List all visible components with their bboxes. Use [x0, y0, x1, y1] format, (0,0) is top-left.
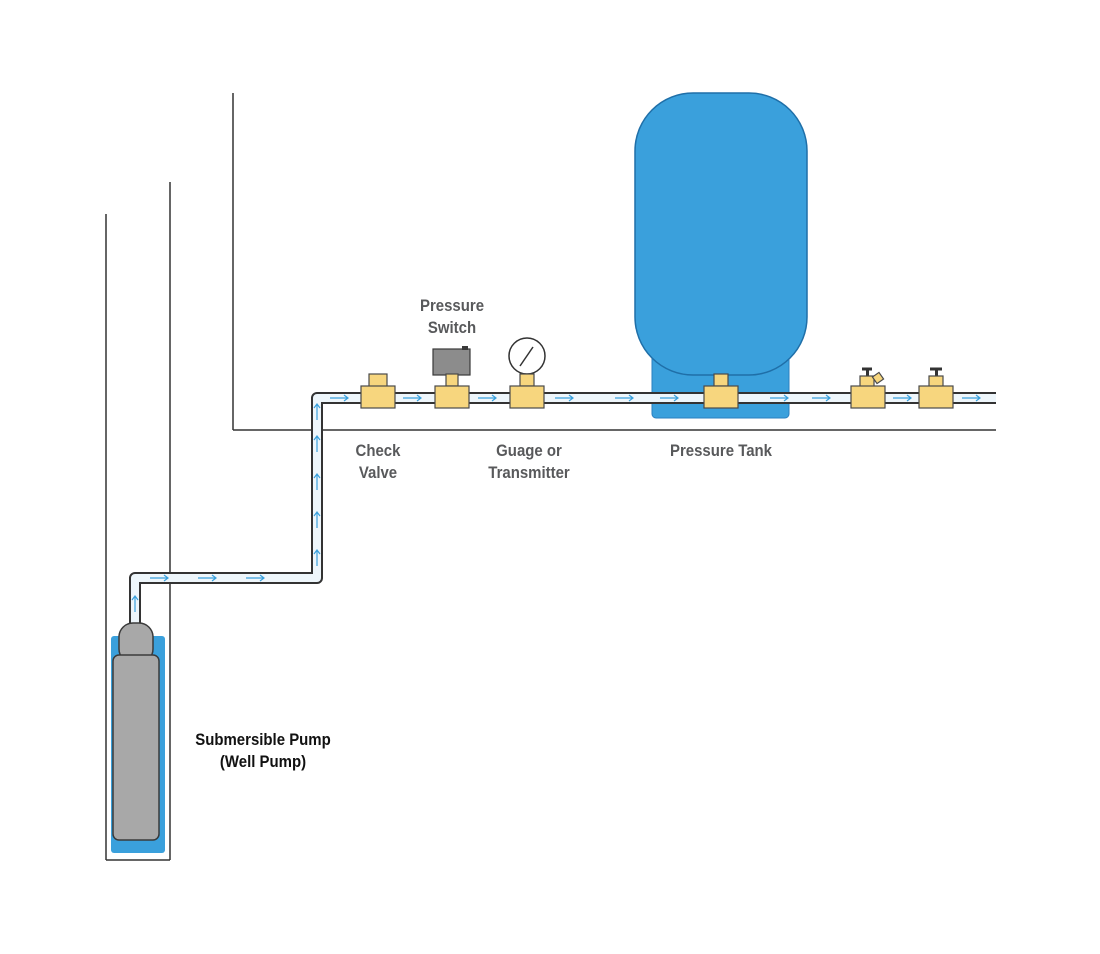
flow-arrow-icon [770, 394, 789, 402]
building-wall [232, 93, 996, 431]
gauge-label: Guage or Transmitter [488, 441, 570, 482]
well-casing [105, 182, 171, 861]
pressure-switch-label: Pressure Switch [419, 296, 485, 337]
pressure-gauge-icon [519, 346, 534, 367]
flow-arrow-icon [313, 473, 321, 490]
flow-arrow-icon [313, 511, 321, 528]
pump-label: Submersible Pump (Well Pump) [195, 730, 331, 771]
flow-arrow-icon [150, 574, 169, 582]
flow-arrow-icon [812, 394, 831, 402]
submersible-pump [112, 622, 160, 841]
flow-arrow-icon [246, 574, 265, 582]
check-valve-label: Check Valve [355, 441, 401, 482]
flow-arrow-icon [478, 394, 497, 402]
flow-arrows [131, 394, 981, 612]
tank-tee-fitting [703, 373, 739, 409]
flow-arrow-icon [660, 394, 679, 402]
flow-arrow-icon [198, 574, 217, 582]
check-valve [360, 373, 396, 409]
flow-arrow-icon [615, 394, 634, 402]
flow-arrow-icon [313, 435, 321, 452]
gate-valve-1 [850, 367, 886, 409]
pressure-gauge [508, 337, 546, 409]
flow-arrow-icon [330, 394, 349, 402]
pressure-switch [432, 346, 471, 409]
flow-arrow-icon [403, 394, 422, 402]
flow-arrow-icon [313, 549, 321, 566]
flow-arrow-icon [893, 394, 912, 402]
pipe [129, 392, 996, 625]
gate-valve-2 [918, 367, 954, 409]
flow-arrow-icon [962, 394, 981, 402]
pressure-tank [634, 92, 808, 419]
flow-arrow-icon [131, 595, 139, 612]
pressure-tank-label: Pressure Tank [669, 441, 773, 460]
flow-arrow-icon [555, 394, 574, 402]
flow-arrow-icon [313, 403, 321, 420]
